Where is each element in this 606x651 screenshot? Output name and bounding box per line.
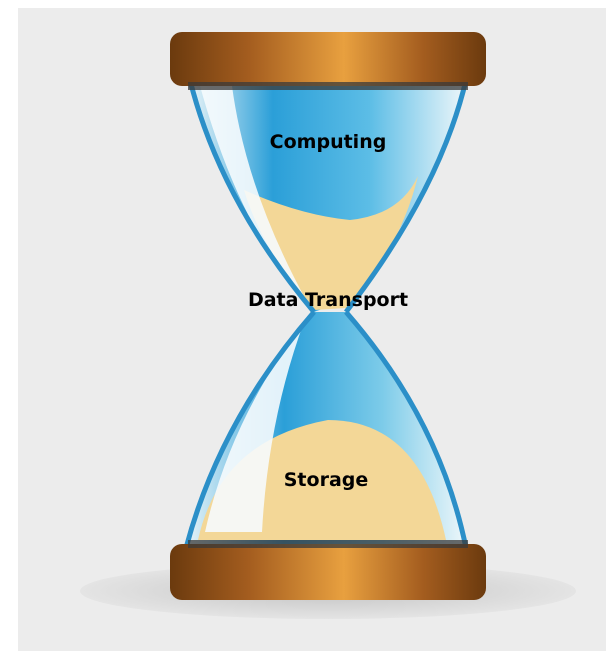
label-storage: Storage: [284, 469, 369, 491]
top-sand: [244, 176, 418, 310]
top-bulb-outline: [187, 79, 469, 314]
bottom-bulb-outline: [183, 310, 469, 549]
bottom-cap-rim: [188, 540, 468, 548]
bottom-cap: [170, 544, 486, 600]
top-glass-highlight: [200, 86, 306, 300]
top-cap-rim: [188, 82, 468, 90]
bottom-glass-highlight: [205, 322, 304, 532]
top-cap: [170, 32, 486, 86]
label-data-transport: Data Transport: [248, 289, 408, 311]
label-computing: Computing: [270, 131, 387, 153]
top-bulb: [190, 80, 466, 312]
